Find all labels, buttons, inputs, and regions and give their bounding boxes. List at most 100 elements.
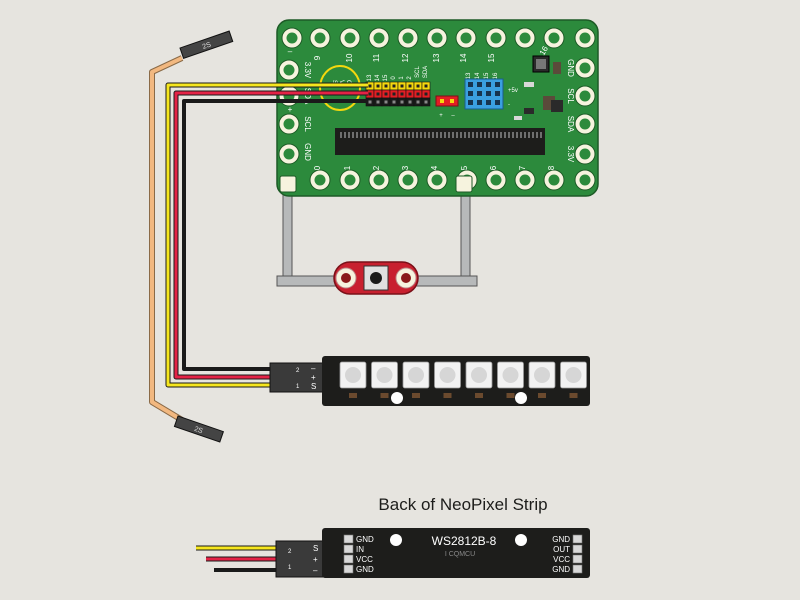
back-right-pin-out: OUT: [553, 545, 570, 554]
header-pin-ground-2[interactable]: [381, 97, 391, 107]
pad-bottom-2[interactable]: [368, 169, 390, 191]
pad-top-10[interactable]: [574, 27, 596, 49]
power-minus-side-label: -: [508, 102, 510, 108]
back-right-pad-3[interactable]: [572, 564, 583, 574]
back-label-s: S: [313, 544, 318, 553]
pad-top-5[interactable]: [426, 27, 448, 49]
back-left-pad-1[interactable]: [343, 544, 354, 554]
servo-plug-bottom: 2S: [173, 415, 225, 443]
header-pin-signal-1[interactable]: [373, 81, 383, 91]
pad-bottom-7[interactable]: [514, 169, 536, 191]
pad-left-2[interactable]: [278, 113, 300, 135]
header-pin-power-6[interactable]: [413, 89, 423, 99]
pad-square-0[interactable]: [279, 175, 297, 193]
back-right-pad-0[interactable]: [572, 534, 583, 544]
pin-label-2: 2: [372, 165, 381, 170]
header-pin-ground-3[interactable]: [389, 97, 399, 107]
front-label-plus: +: [311, 373, 316, 382]
header-pin-power-1[interactable]: [373, 89, 383, 99]
power-header: + –: [435, 95, 459, 119]
header-pin-signal-6[interactable]: [413, 81, 423, 91]
blue-header: 13 14 15 16 +5v -: [464, 72, 518, 110]
back-right-pad-2[interactable]: [572, 554, 583, 564]
pin-label-7: 7: [518, 165, 527, 170]
back-left-pad-2[interactable]: [343, 554, 354, 564]
pad-bottom-4[interactable]: [426, 169, 448, 191]
pad-top-6[interactable]: [455, 27, 477, 49]
pad-bottom-1[interactable]: [339, 169, 361, 191]
front-connector-pin-2: 2: [296, 368, 300, 374]
pad-square-1[interactable]: [455, 175, 473, 193]
pad-bottom-0[interactable]: [309, 169, 331, 191]
header-pin-power-4[interactable]: [397, 89, 407, 99]
header-pin-ground-5[interactable]: [405, 97, 415, 107]
power-plus-label: +: [439, 113, 443, 119]
neopixel-led-5: [465, 361, 493, 398]
pad-top-0[interactable]: [281, 27, 303, 49]
back-left-pad-0[interactable]: [343, 534, 354, 544]
blue-label-15: 15: [484, 72, 490, 79]
pad-right-1[interactable]: [574, 85, 596, 107]
servo-plug-top: 2S: [179, 30, 234, 60]
pad-top-3[interactable]: [368, 27, 390, 49]
servo-plug-top-label: 2S: [202, 41, 213, 51]
header-pin-ground-1[interactable]: [373, 97, 383, 107]
header-pin-power-2[interactable]: [381, 89, 391, 99]
front-mount-hole-right: [515, 392, 527, 404]
header-label-15: 15: [383, 74, 389, 81]
header-pin-signal-3[interactable]: [389, 81, 399, 91]
header-pin-ground-6[interactable]: [413, 97, 423, 107]
front-label-minus: –: [311, 364, 316, 373]
pad-right-2[interactable]: [574, 113, 596, 135]
back-left-pad-3[interactable]: [343, 564, 354, 574]
bottom-pin-row: [278, 143, 596, 193]
pad-bottom-3[interactable]: [397, 169, 419, 191]
wire-black-ground: [182, 99, 368, 371]
pad-top-1[interactable]: [309, 27, 331, 49]
header-pin-ground-7[interactable]: [421, 97, 431, 107]
pad-right-0[interactable]: [574, 57, 596, 79]
header-pin-power-3[interactable]: [389, 89, 399, 99]
servo-header-labels: 13 14 15 0 1 2 SCL SDA: [367, 66, 429, 82]
pin-label-4: 4: [430, 165, 439, 170]
back-right-pad-1[interactable]: [572, 544, 583, 554]
back-label-minus: –: [313, 566, 318, 575]
pad-bottom-6[interactable]: [485, 169, 507, 191]
pad-left-0[interactable]: [278, 59, 300, 81]
pad-top-7[interactable]: [485, 27, 507, 49]
left-minus-label: –: [288, 47, 293, 56]
header-pin-ground-4[interactable]: [397, 97, 407, 107]
header-pin-signal-2[interactable]: [381, 81, 391, 91]
top-pin-row: [281, 27, 596, 49]
pin-label-left-3v3: 3.3V: [303, 62, 312, 79]
neopixel-led-8: [560, 361, 587, 398]
pin-label-1: 1: [343, 165, 352, 170]
blue-label-13: 13: [466, 72, 472, 79]
back-right-pin-gnd-2: GND: [552, 565, 570, 574]
header-pin-signal-7[interactable]: [421, 81, 431, 91]
pad-top-8[interactable]: [514, 27, 536, 49]
neopixel-led-7: [528, 361, 556, 398]
pin-label-6: 6: [489, 165, 498, 170]
header-pin-power-5[interactable]: [405, 89, 415, 99]
pad-bottom-left-corner[interactable]: [278, 143, 300, 165]
header-label-sda: SDA: [423, 66, 429, 78]
header-pin-signal-5[interactable]: [405, 81, 415, 91]
back-mount-hole-right: [515, 534, 527, 546]
header-pin-signal-4[interactable]: [397, 81, 407, 91]
pad-top-2[interactable]: [339, 27, 361, 49]
pad-top-4[interactable]: [397, 27, 419, 49]
header-pin-power-7[interactable]: [421, 89, 431, 99]
pad-right-3[interactable]: [574, 143, 596, 165]
pad-top-9[interactable]: [543, 27, 565, 49]
back-right-pin-vcc: VCC: [553, 555, 570, 564]
pad-bottom-8[interactable]: [543, 169, 565, 191]
pad-bottom-right-corner[interactable]: [574, 169, 596, 191]
chip-sublabel: I CQMCU: [445, 551, 475, 558]
back-right-pin-gnd-1: GND: [552, 535, 570, 544]
left-plus-label: +: [288, 105, 293, 114]
back-left-pin-gnd-2: GND: [356, 565, 374, 574]
blue-label-16: 16: [493, 72, 499, 79]
pin-label-8: 8: [547, 165, 556, 170]
